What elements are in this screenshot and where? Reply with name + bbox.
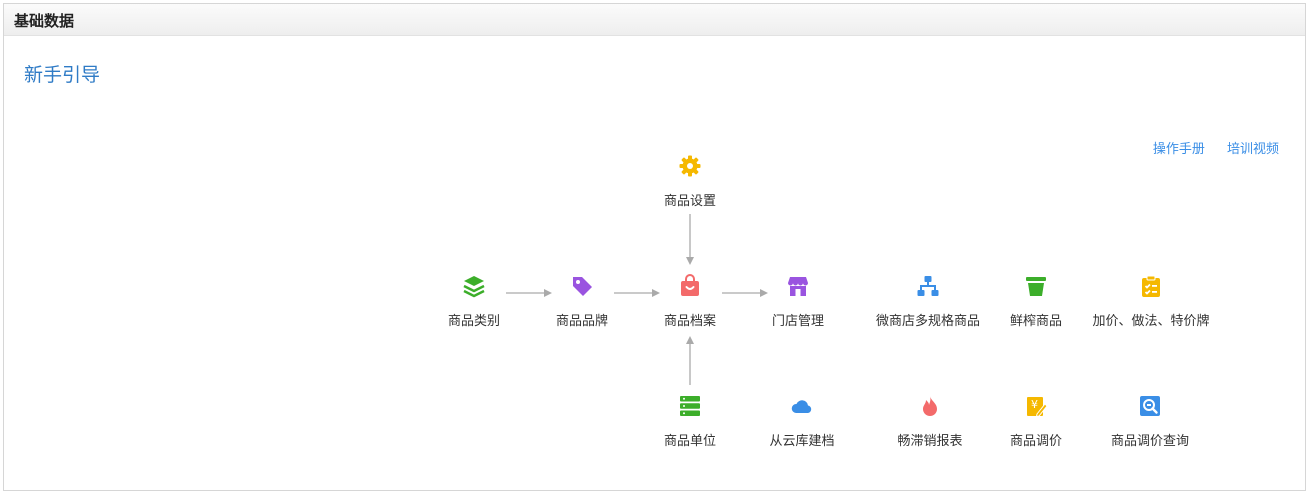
- node-label: 鲜榨商品: [1009, 314, 1062, 329]
- price-edit-icon: ¥: [1027, 397, 1048, 418]
- node-label: 从云库建档: [769, 434, 835, 449]
- node-label: 商品设置: [663, 194, 716, 209]
- node-store-management[interactable]: 门店管理: [728, 274, 868, 329]
- arrow-up-unit-to-archive: [686, 336, 694, 385]
- node-label: 商品调价: [1009, 434, 1062, 449]
- node-micro-store-spec[interactable]: 微商店多规格商品: [858, 274, 998, 329]
- arrow-down-settings-to-archive: [686, 214, 694, 265]
- node-goods-brand[interactable]: 商品品牌: [512, 274, 652, 329]
- node-label: 商品品牌: [555, 314, 608, 329]
- node-label: 微商店多规格商品: [875, 314, 980, 329]
- panel-header: 基础数据: [4, 4, 1305, 36]
- node-label: 加价、做法、特价牌: [1092, 314, 1210, 329]
- node-label: 商品单位: [663, 434, 716, 449]
- node-goods-archive[interactable]: 商品档案: [620, 274, 760, 329]
- node-goods-unit[interactable]: 商品单位: [620, 394, 760, 449]
- node-price-adjust[interactable]: ¥ 商品调价: [966, 394, 1106, 449]
- shopping-bag-icon: [681, 274, 699, 296]
- manual-link[interactable]: 操作手册: [1152, 142, 1205, 157]
- svg-text:¥: ¥: [1031, 398, 1038, 411]
- server-icon: [680, 396, 700, 416]
- node-label: 畅滞销报表: [897, 434, 963, 449]
- arrow-right-archive-to-store: [722, 289, 768, 297]
- help-links: 操作手册 培训视频: [1135, 138, 1279, 157]
- node-fresh-goods[interactable]: 鲜榨商品: [966, 274, 1106, 329]
- node-goods-category[interactable]: 商品类别: [404, 274, 544, 329]
- node-sales-report[interactable]: 畅滞销报表: [860, 394, 1000, 449]
- video-link[interactable]: 培训视频: [1226, 142, 1279, 157]
- layers-icon: [463, 276, 485, 298]
- bucket-icon: [1026, 277, 1046, 296]
- node-label: 商品调价查询: [1110, 434, 1189, 449]
- org-chart-icon: [917, 276, 939, 296]
- node-label: 商品类别: [447, 314, 500, 329]
- panel-title: 基础数据: [14, 12, 75, 30]
- node-label: 门店管理: [771, 314, 824, 329]
- node-price-markup[interactable]: 加价、做法、特价牌: [1081, 274, 1221, 329]
- node-cloud-archive[interactable]: 从云库建档: [732, 394, 872, 449]
- tag-icon: [573, 277, 592, 296]
- node-price-adjust-query[interactable]: 商品调价查询: [1080, 394, 1220, 449]
- clipboard-icon: [1142, 275, 1160, 297]
- cloud-icon: [791, 400, 812, 413]
- store-icon: [788, 277, 808, 296]
- flame-icon: [923, 396, 937, 416]
- main-panel: 基础数据 新手引导 操作手册 培训视频: [3, 3, 1306, 491]
- arrow-right-brand-to-archive: [614, 289, 660, 297]
- arrow-right-category-to-brand: [506, 289, 552, 297]
- guide-title: 新手引导: [24, 64, 101, 86]
- search-document-icon: [1140, 396, 1160, 416]
- node-label: 商品档案: [663, 314, 716, 329]
- gear-icon: [679, 155, 701, 177]
- node-goods-settings[interactable]: 商品设置: [620, 154, 760, 209]
